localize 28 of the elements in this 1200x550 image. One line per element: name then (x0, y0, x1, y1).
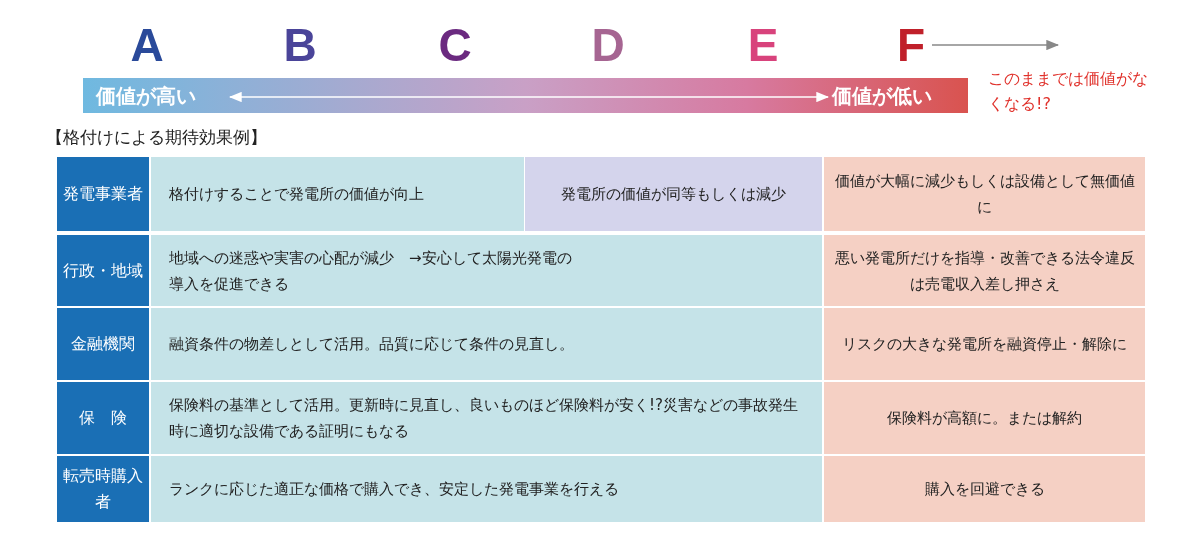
table-cell: ランクに応じた適正な価格で購入でき、安定した発電事業を行える (151, 456, 822, 522)
grade-letter: C (437, 20, 473, 70)
row-header: 保 険 (57, 382, 149, 454)
warning-note: このままでは価値がなくなる!? (988, 68, 1148, 115)
grade-letter: D (590, 20, 626, 70)
table-cell: 発電所の価値が同等もしくは減少 (525, 157, 822, 231)
grade-letter: B (282, 20, 318, 70)
grade-letter: F (892, 20, 930, 70)
row-header: 金融機関 (57, 308, 149, 380)
grade-letter: A (129, 20, 165, 70)
table-cell: 価値が大幅に減少もしくは設備として無価値に (824, 157, 1145, 231)
value-label: 価値が低い (832, 82, 962, 110)
table-cell: 地域への迷惑や実害の心配が減少 →安心して太陽光発電の導入を促進できる (151, 235, 822, 306)
table-cell: 格付けすることで発電所の価値が向上 (151, 157, 524, 231)
table-cell: 購入を回避できる (824, 456, 1145, 522)
arrow (931, 39, 1060, 51)
table-cell: 保険料が高額に。または解約 (824, 382, 1145, 454)
table-cell: リスクの大きな発電所を融資停止・解除に (824, 308, 1145, 380)
table-cell: 融資条件の物差しとして活用。品質に応じて条件の見直し。 (151, 308, 822, 380)
row-header: 行政・地域 (57, 235, 149, 306)
value-label: 価値が高い (96, 82, 228, 110)
arrow (228, 91, 830, 103)
table-heading: 【格付けによる期待効果例】 (46, 126, 267, 149)
table-cell: 保険料の基準として活用。更新時に見直し、良いものほど保険料が安く!?災害などの事故発生時に適切な設備である証明にもなる (151, 382, 822, 454)
table-cell: 悪い発電所だけを指導・改善できる法令違反は売電収入差し押さえ (824, 235, 1145, 306)
row-header: 発電事業者 (57, 157, 149, 231)
grade-letter: E (746, 20, 780, 70)
row-header: 転売時購入者 (57, 456, 149, 522)
